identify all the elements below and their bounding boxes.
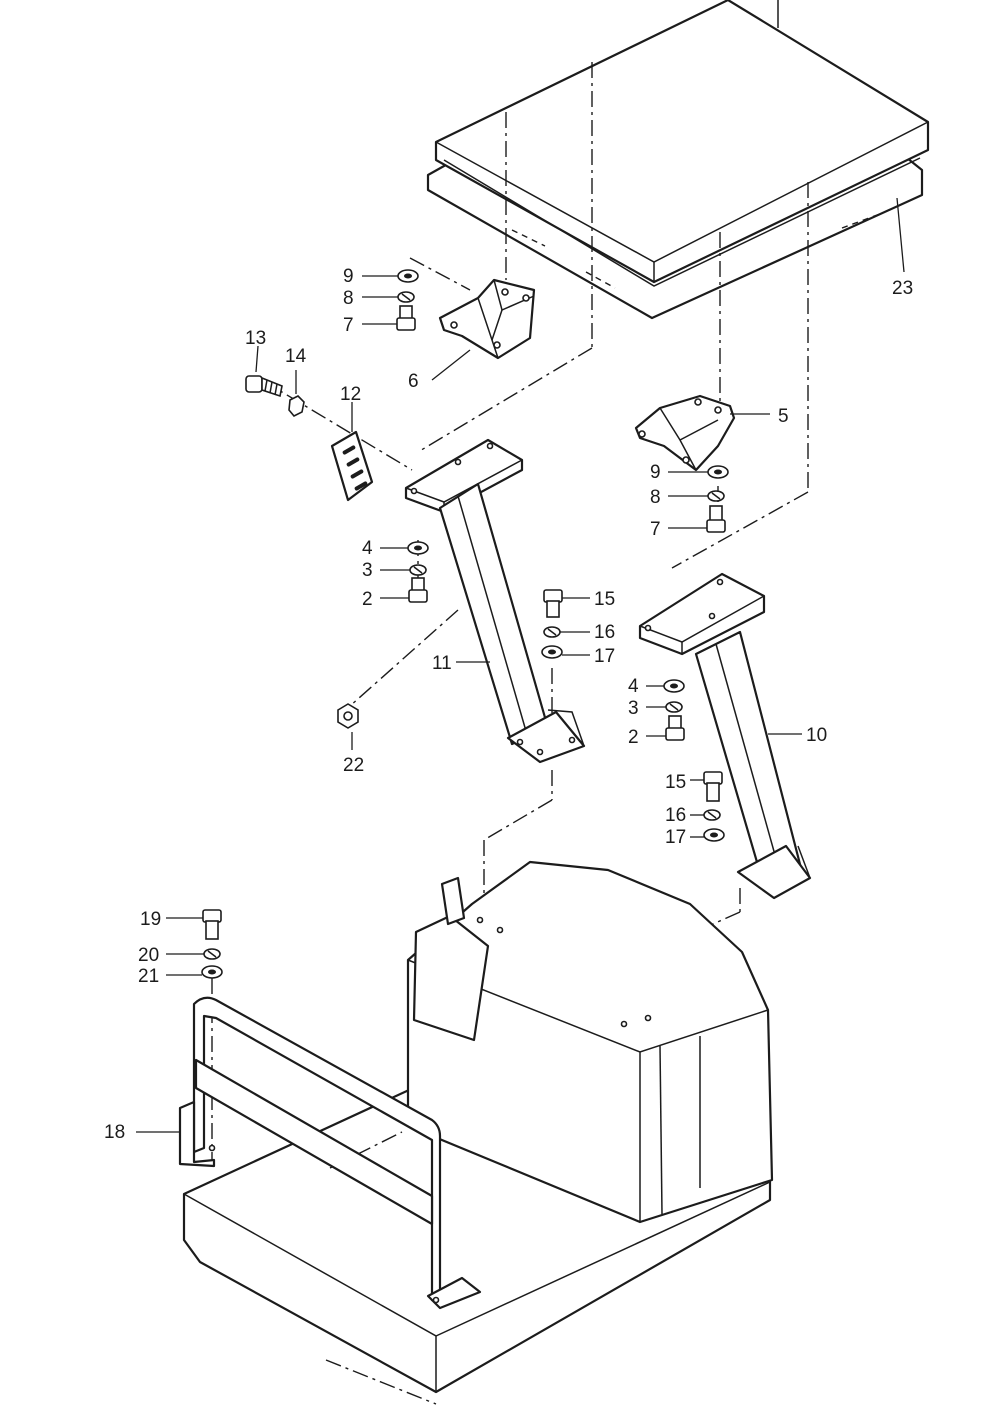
- callout-8b: 8: [650, 487, 661, 508]
- callout-16a: 16: [594, 622, 615, 643]
- callout-12: 12: [340, 384, 361, 405]
- hardware-post-10: 4 3 2: [628, 676, 685, 748]
- callout-15b: 15: [665, 772, 686, 793]
- callout-8a: 8: [343, 288, 354, 309]
- bracket-6: 6: [408, 278, 536, 392]
- callout-5: 5: [778, 406, 789, 427]
- plate-slots: [342, 445, 368, 491]
- canopy-roof: 23: [426, 0, 930, 320]
- callout-4b: 4: [628, 676, 639, 697]
- callout-9a: 9: [343, 266, 354, 287]
- callout-7b: 7: [650, 519, 661, 540]
- bracket-5: 5: [634, 394, 789, 472]
- callout-3b: 3: [628, 698, 639, 719]
- hardware-15-17-upper: 15 16 17: [541, 589, 615, 667]
- callout-2b: 2: [628, 727, 639, 748]
- callout-17b: 17: [665, 827, 686, 848]
- callout-3a: 3: [362, 560, 373, 581]
- hardware-right-bracket: 9 8 7: [650, 462, 729, 540]
- callout-17a: 17: [594, 646, 615, 667]
- callout-13: 13: [245, 328, 266, 349]
- callout-10: 10: [806, 725, 827, 746]
- nut-22: 22: [337, 703, 364, 776]
- callout-16b: 16: [665, 805, 686, 826]
- roof-vents: [511, 213, 881, 289]
- post-11: 11: [404, 438, 586, 764]
- guard-rail-18: 18: [104, 996, 482, 1310]
- callout-11: 11: [432, 653, 452, 674]
- hardware-19-21: 19 20 21: [138, 909, 223, 987]
- callout-20: 20: [138, 945, 159, 966]
- bolt-13-group: 13 14 12: [245, 328, 374, 502]
- callout-23: 23: [892, 278, 913, 299]
- callout-7a: 7: [343, 315, 354, 336]
- post-10: 10: [638, 572, 827, 900]
- callout-14: 14: [285, 346, 307, 367]
- callout-19: 19: [140, 909, 161, 930]
- hardware-upper-left: 9 8 7: [343, 266, 419, 336]
- hardware-post-11: 4 3 2: [362, 538, 429, 610]
- callout-4a: 4: [362, 538, 373, 559]
- callout-15a: 15: [594, 589, 615, 610]
- hardware-15-17-lower: 15 16 17: [665, 771, 725, 848]
- callout-22: 22: [343, 755, 364, 776]
- callout-21: 21: [138, 966, 159, 987]
- callout-9b: 9: [650, 462, 661, 483]
- callout-18: 18: [104, 1122, 125, 1143]
- callout-2a: 2: [362, 589, 373, 610]
- callout-6: 6: [408, 371, 419, 392]
